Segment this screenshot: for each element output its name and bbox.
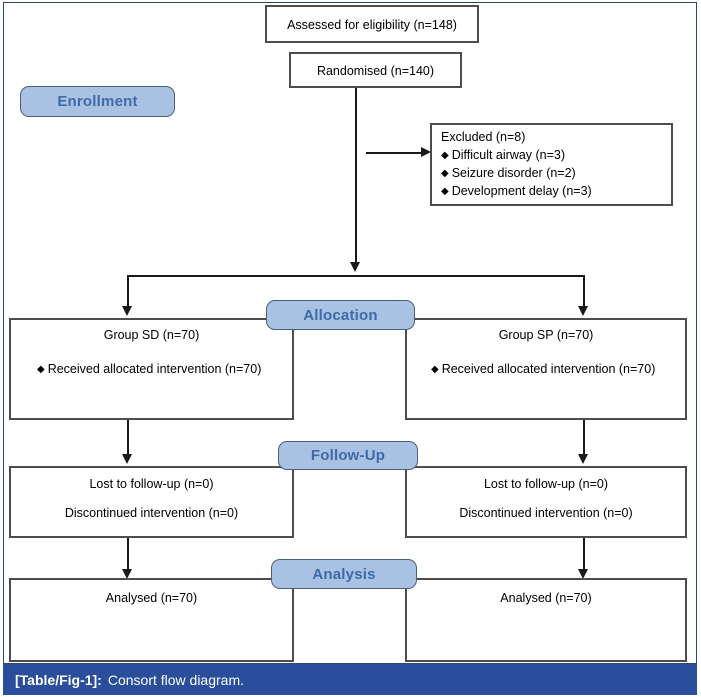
arrowhead-trunk-split [350,262,360,272]
diamond-bullet-icon: ◆ [431,364,439,375]
diamond-bullet-icon: ◆ [37,364,45,375]
group-sd-title: Group SD (n=70) [103,328,200,342]
node-assessed-for-eligibility: Assessed for eligibility (n=148) [265,5,479,43]
assessed-label: Assessed for eligibility (n=148) [287,18,457,32]
group-sp-intervention-label: Received allocated intervention (n=70) [441,362,656,376]
group-sd-intervention: ◆Received allocated intervention (n=70) [37,362,261,376]
node-analysis-right: Analysed (n=70) [405,578,687,662]
stage-badge-allocation-label: Allocation [303,306,378,324]
arrowhead-left-followup [122,454,132,464]
figure-caption-label: [Table/Fig-1]: [15,671,102,688]
stage-badge-followup-label: Follow-Up [310,447,386,464]
arrowhead-right-allocation [578,306,588,316]
followup-right-line1: Lost to follow-up (n=0) [483,477,609,491]
node-analysis-left: Analysed (n=70) [9,578,294,662]
diamond-bullet-icon: ◆ [441,150,449,161]
stage-badge-enrollment: Enrollment [20,86,175,117]
excluded-item-2: ◆Development delay (n=3) [441,184,592,198]
stage-badge-followup: Follow-Up [278,441,418,470]
stage-badge-analysis-label: Analysis [312,565,376,583]
analysis-right-label: Analysed (n=70) [500,591,592,605]
excluded-item-0-label: Difficult airway (n=3) [451,148,566,162]
connector-right-followup-to-analysis [583,538,585,572]
excluded-item-1: ◆Seizure disorder (n=2) [441,166,576,180]
followup-left-line1: Lost to follow-up (n=0) [89,477,214,491]
excluded-item-2-label: Development delay (n=3) [451,184,592,198]
connector-trunk-randomised [355,88,357,268]
node-allocation-group-sp: Group SP (n=70) ◆Received allocated inte… [405,318,687,420]
node-excluded: Excluded (n=8) ◆Difficult airway (n=3) ◆… [430,123,673,206]
stage-badge-analysis: Analysis [271,559,417,589]
group-sp-intervention: ◆Received allocated intervention (n=70) [431,362,655,376]
node-followup-right: Lost to follow-up (n=0) Discontinued int… [405,466,687,538]
arrowhead-to-excluded [421,147,431,157]
excluded-title: Excluded (n=8) [441,130,526,144]
connector-left-arm [127,275,129,308]
connector-left-alloc-to-followup [127,420,129,456]
node-randomised: Randomised (n=140) [289,52,462,88]
analysis-left-label: Analysed (n=70) [105,591,198,605]
arrowhead-right-analysis [578,569,588,579]
connector-to-excluded [366,152,422,154]
diamond-bullet-icon: ◆ [441,168,449,179]
group-sd-intervention-label: Received allocated intervention (n=70) [47,362,262,376]
figure-caption-bar: [Table/Fig-1]: Consort flow diagram. [3,664,697,695]
figure-caption-text: Consort flow diagram. [107,671,245,688]
connector-left-followup-to-analysis [127,538,129,572]
followup-right-line2: Discontinued intervention (n=0) [459,506,633,520]
connector-right-arm [583,275,585,308]
node-allocation-group-sd: Group SD (n=70) ◆Received allocated inte… [9,318,294,420]
node-followup-left: Lost to follow-up (n=0) Discontinued int… [9,466,294,538]
arrowhead-left-allocation [122,306,132,316]
connector-split-bar [127,275,585,277]
stage-badge-allocation: Allocation [266,300,415,330]
excluded-item-1-label: Seizure disorder (n=2) [451,166,576,180]
connector-right-alloc-to-followup [583,420,585,456]
randomised-label: Randomised (n=140) [316,64,435,78]
group-sp-title: Group SP (n=70) [498,328,594,342]
arrowhead-right-followup [578,454,588,464]
arrowhead-left-analysis [122,569,132,579]
diamond-bullet-icon: ◆ [441,186,449,197]
excluded-item-0: ◆Difficult airway (n=3) [441,148,565,162]
followup-left-line2: Discontinued intervention (n=0) [64,506,239,520]
stage-badge-enrollment-label: Enrollment [57,93,138,110]
